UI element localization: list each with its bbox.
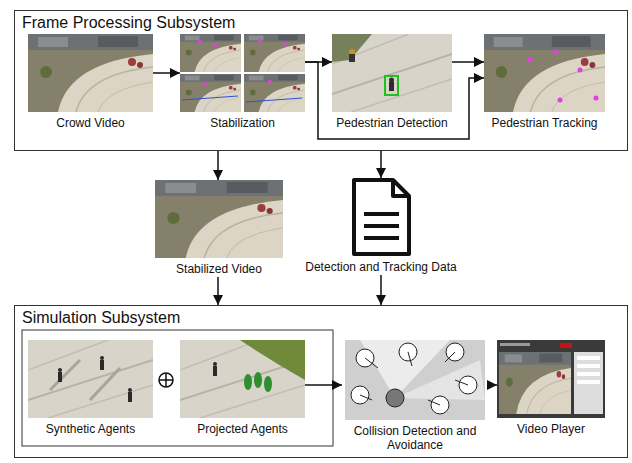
flow-arrow [488, 384, 497, 386]
stage-figure: Synthetic Agents [28, 340, 153, 437]
stage-figure: Detection and Tracking Data [302, 178, 460, 275]
stage-caption: Stabilized Video [176, 262, 262, 276]
stage-caption: Projected Agents [197, 422, 288, 436]
subsystem-panel: Simulation SubsystemSynthetic Agents Proj… [14, 305, 628, 458]
flow-arrow [305, 62, 484, 139]
flow-arrow [305, 384, 342, 386]
stage-caption: Pedestrian Tracking [491, 116, 597, 130]
crowd-video-image [28, 34, 153, 112]
document-icon [354, 180, 409, 254]
pedestrian-detection-image [332, 34, 452, 112]
stage-figure: Crowd Video [28, 34, 153, 131]
synthetic-agents-image [28, 340, 153, 418]
video-player-image [497, 340, 605, 418]
stage-caption: Video Player [517, 422, 585, 436]
stage-figure: Stabilized Video [155, 180, 283, 277]
stage-caption: Synthetic Agents [46, 422, 135, 436]
stage-caption: Crowd Video [56, 116, 124, 130]
stage-figure: Projected Agents [180, 340, 305, 437]
agent-group-frame [22, 330, 333, 446]
stage-figure: Pedestrian Tracking [484, 34, 605, 131]
pedestrian-tracking-image [484, 34, 605, 112]
stage-figure: Video Player [497, 340, 605, 437]
stage-figure: Stabilization [180, 34, 305, 131]
stage-figure: Collision Detection and Avoidance [342, 340, 488, 453]
collision-avoidance-image [345, 340, 485, 420]
stage-caption: Collision Detection and Avoidance [342, 424, 488, 453]
stage-caption: Stabilization [210, 116, 275, 130]
stabilization-image [180, 34, 305, 112]
stabilized-video-image [155, 180, 283, 258]
flow-arrow [217, 277, 219, 305]
flow-arrow [153, 72, 180, 74]
panel-title: Simulation Subsystem [15, 306, 187, 330]
flow-arrow [380, 151, 382, 178]
flow-arrow [217, 151, 219, 180]
panel-title: Frame Processing Subsystem [15, 11, 242, 35]
flow-arrow [452, 61, 484, 63]
stage-caption: Pedestrian Detection [336, 116, 447, 130]
flow-arrow [380, 275, 382, 305]
projected-agents-image [180, 340, 305, 418]
plus-symbol [159, 373, 173, 387]
stage-figure: Pedestrian Detection [332, 34, 452, 131]
subsystem-panel: Frame Processing SubsystemCrowd Video Sta… [14, 10, 628, 151]
stage-caption: Detection and Tracking Data [305, 260, 456, 274]
